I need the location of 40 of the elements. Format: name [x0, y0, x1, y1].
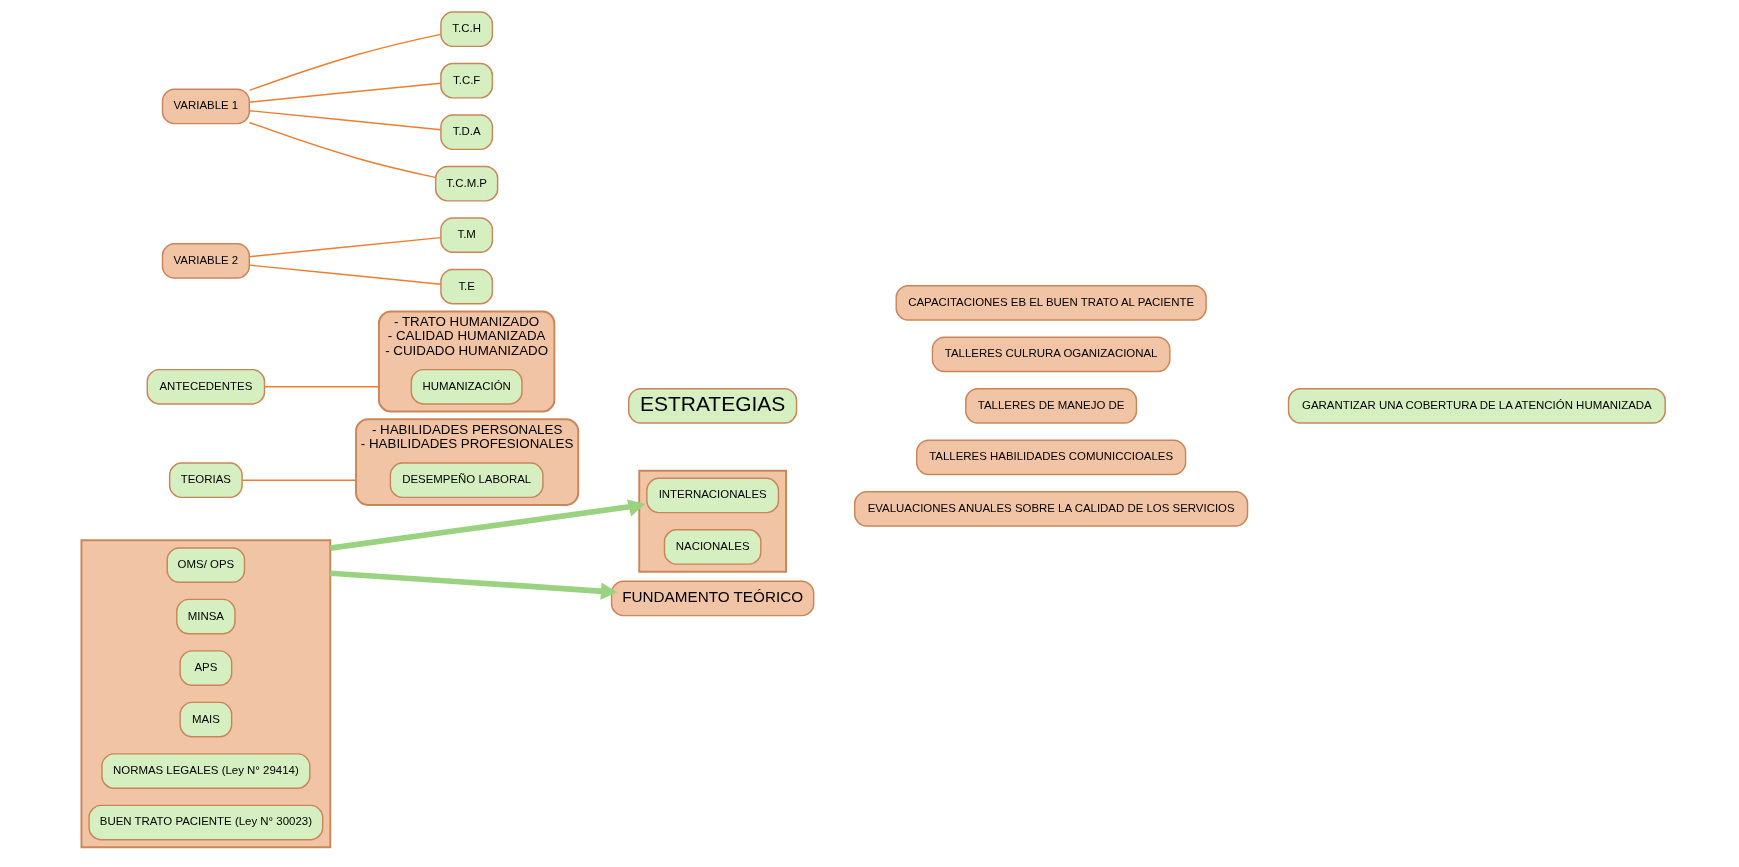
node-box: T.C.F — [440, 62, 494, 99]
cluster — [638, 469, 788, 573]
node-box: NACIONALES — [663, 529, 762, 565]
node-box: DESEMPEÑO LABORAL — [389, 462, 544, 499]
connector — [248, 121, 436, 179]
node-box: TALLERES CULRURA OGANIZACIONAL — [931, 336, 1171, 373]
node-box: T.M — [440, 217, 494, 254]
node-box: ANTECEDENTES — [146, 368, 266, 405]
node-box: HUMANIZACIÓN — [410, 368, 523, 405]
node-box: T.D.A — [440, 114, 494, 151]
node-box: TALLERES HABILIDADES COMUNICCIOALES — [916, 439, 1187, 476]
node-box: CAPACITACIONES EB EL BUEN TRATO AL PACIENTE — [895, 285, 1207, 321]
arrow — [329, 499, 646, 551]
node-box: FUNDAMENTO TEÓRICO — [610, 580, 815, 617]
connector — [241, 479, 357, 481]
node-box: VARIABLE 1 — [161, 88, 250, 125]
node-box: VARIABLE 2 — [161, 243, 250, 279]
node-box: BUEN TRATO PACIENTE (Ley N° 30023) — [88, 804, 324, 841]
node-box: OMS/ OPS — [166, 547, 246, 583]
node-box: INTERNACIONALES — [646, 477, 780, 514]
node-box: GARANTIZAR UNA COBERTURA DE LA ATENCIÓN HUMANIZADA — [1287, 387, 1666, 424]
node-box: NORMAS LEGALES (Ley N° 29414) — [101, 753, 311, 789]
connector — [248, 33, 442, 92]
arrow — [330, 570, 618, 600]
node-box: ESTRATEGIAS — [628, 387, 798, 424]
connector — [248, 236, 442, 258]
node-box: EVALUACIONES ANUALES SOBRE LA CALIDAD DE LOS SERVICIOS — [854, 490, 1249, 527]
cluster — [80, 539, 332, 849]
connector — [248, 82, 442, 103]
connector — [248, 264, 442, 285]
node-box: MAIS — [179, 701, 233, 738]
node-box: T.E — [440, 268, 494, 305]
node-box: T.C.M.P — [434, 165, 499, 202]
node-box: TEORIAS — [168, 462, 243, 499]
node-box: APS — [179, 650, 233, 686]
node-box: TALLERES DE MANEJO DE — [965, 387, 1138, 424]
node-box: MINSA — [176, 598, 236, 635]
connector — [248, 109, 442, 131]
node-box: T.C.H — [440, 11, 494, 48]
connector — [263, 386, 380, 388]
